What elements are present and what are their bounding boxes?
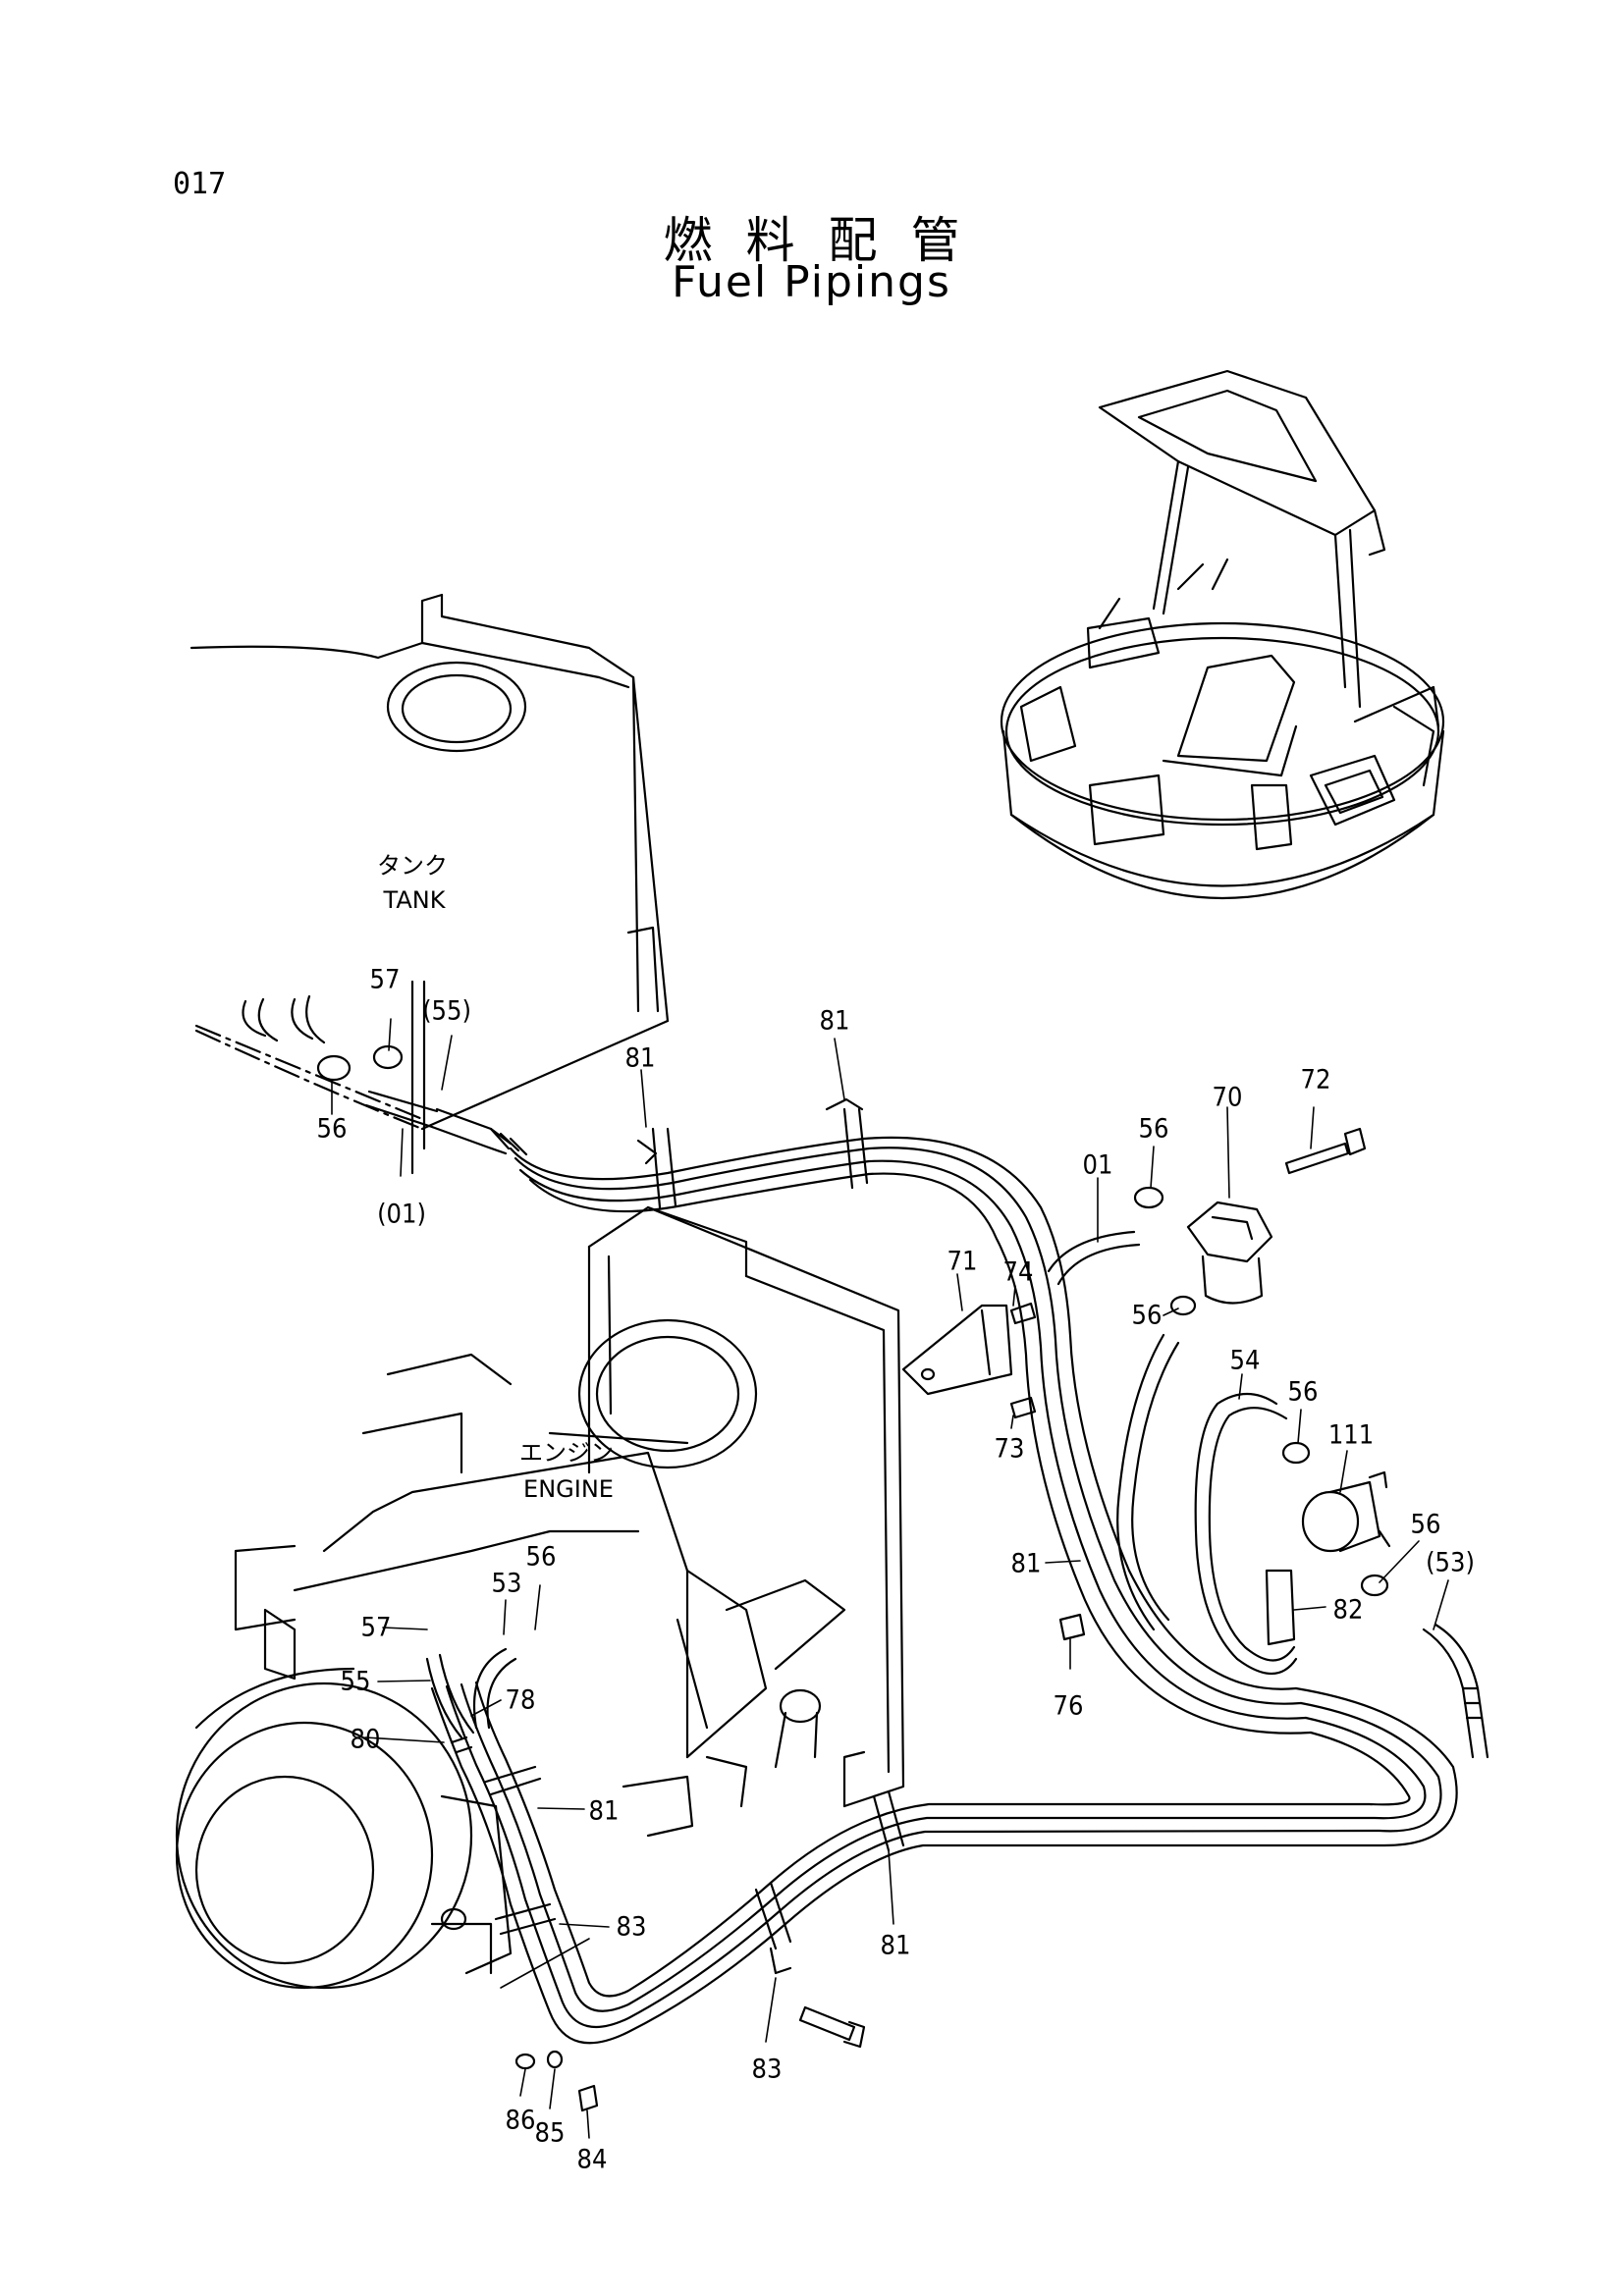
callout-81: 81	[588, 1795, 620, 1827]
callout-01: (01)	[377, 1199, 426, 1230]
fuel-filter-assembly	[901, 1127, 1489, 1759]
fuel-hose-bundle-lower	[425, 1647, 1458, 2112]
tank-label-english: TANK	[383, 886, 446, 914]
callout-57: 57	[369, 964, 401, 995]
callout-56: 56	[1287, 1376, 1319, 1408]
callout-56: 56	[525, 1541, 557, 1573]
engine-label-english: ENGINE	[523, 1475, 614, 1503]
callout-55: 55	[340, 1666, 371, 1697]
engine-label-japanese: エンジン	[519, 1439, 614, 1467]
tank-outlet-fittings	[316, 1044, 528, 1156]
callout-81: 81	[880, 1930, 911, 1961]
callout-76: 76	[1053, 1690, 1084, 1722]
callout-81: 81	[819, 1005, 850, 1037]
page-number: 017	[173, 167, 227, 201]
callout-80: 80	[350, 1724, 381, 1755]
callout-83: 83	[751, 2054, 783, 2085]
tank-label-japanese: タンク	[377, 852, 448, 880]
callout-81: 81	[624, 1042, 656, 1074]
callout-leader-lines	[331, 1018, 1449, 2139]
title-english: Fuel Pipings	[672, 257, 951, 307]
callout-56: 56	[1410, 1509, 1441, 1540]
callout-74: 74	[1002, 1256, 1034, 1288]
callout-70: 70	[1212, 1082, 1243, 1113]
callout-71: 71	[947, 1246, 978, 1277]
callout-73: 73	[994, 1433, 1025, 1465]
callout-78: 78	[505, 1684, 536, 1716]
callout-85: 85	[534, 2117, 566, 2149]
callout-86: 86	[505, 2105, 536, 2136]
callout-56: 56	[316, 1113, 348, 1145]
callout-72: 72	[1300, 1064, 1331, 1095]
callout-84: 84	[576, 2144, 608, 2175]
callout-53: (53)	[1426, 1547, 1475, 1578]
callout-57: 57	[360, 1612, 392, 1643]
callout-01: 01	[1082, 1149, 1113, 1181]
callout-111: 111	[1327, 1419, 1375, 1451]
callout-82: 82	[1332, 1594, 1364, 1626]
machine-overview-illustration	[1000, 369, 1445, 899]
callout-81: 81	[1010, 1548, 1042, 1579]
callout-55: (55)	[422, 995, 471, 1027]
title-japanese: 燃料配管	[663, 212, 994, 269]
fuel-tank	[189, 593, 670, 1175]
callout-53: 53	[491, 1568, 522, 1599]
callout-83: 83	[616, 1911, 647, 1943]
callout-54: 54	[1229, 1345, 1261, 1376]
callout-56: 56	[1138, 1113, 1169, 1145]
engine	[175, 1205, 905, 1990]
fuel-hose-bundle-upper	[509, 1097, 1313, 1735]
callout-56: 56	[1131, 1300, 1163, 1331]
